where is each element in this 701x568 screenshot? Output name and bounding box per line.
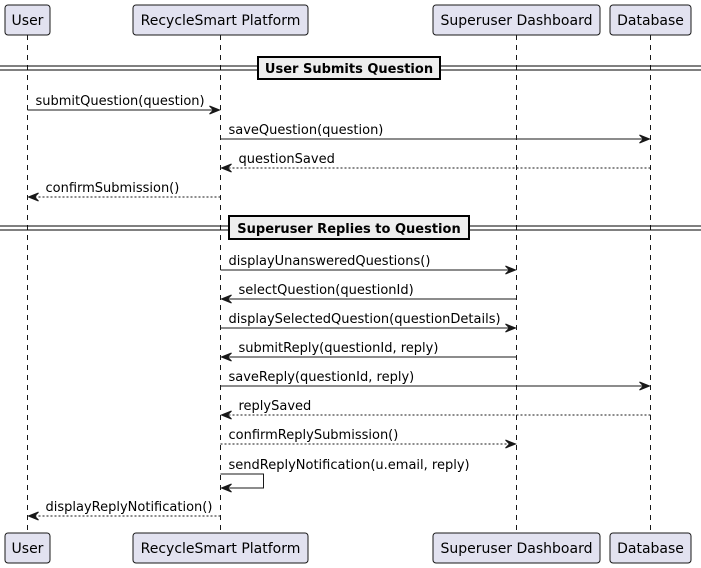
message-label: submitReply(questionId, reply) (239, 341, 439, 356)
arrow-head (639, 381, 651, 391)
messages: submitQuestion(question) saveQuestion(que… (27, 94, 651, 521)
participant-label: Database (617, 13, 684, 29)
arrow-head (220, 163, 232, 173)
arrow-head (505, 265, 517, 275)
participant-label: Database (617, 541, 684, 557)
divider-user-submits: User Submits Question (0, 56, 701, 80)
message-label: saveReply(questionId, reply) (229, 370, 415, 385)
divider-label: Superuser Replies to Question (237, 222, 460, 237)
message: confirmSubmission() (27, 181, 221, 202)
message-label: confirmSubmission() (46, 181, 180, 196)
message-label: confirmReplySubmission() (229, 428, 399, 443)
participant-platform-bottom: RecycleSmart Platform (132, 532, 309, 564)
participant-label: RecycleSmart Platform (141, 541, 301, 557)
lifelines (27, 35, 651, 533)
participant-label: User (12, 541, 44, 557)
message: saveQuestion(question) (220, 123, 651, 144)
arrow-head (505, 439, 517, 449)
message-label: questionSaved (239, 152, 335, 167)
arrow-head (639, 134, 651, 144)
message: replySaved (220, 399, 651, 420)
participant-user-top: User (4, 4, 51, 36)
arrow-head (27, 511, 39, 521)
participant-database-bottom: Database (609, 532, 692, 564)
message: displaySelectedQuestion(questionDetails) (220, 312, 517, 333)
message: displayReplyNotification() (27, 500, 221, 521)
arrow-head (209, 105, 221, 115)
message-label: sendReplyNotification(u.email, reply) (229, 458, 470, 473)
message-label: saveQuestion(question) (229, 123, 384, 138)
message-label: submitQuestion(question) (36, 94, 205, 109)
participant-label: User (12, 13, 44, 29)
message-label: displaySelectedQuestion(questionDetails) (229, 312, 501, 327)
participant-label: Superuser Dashboard (441, 13, 593, 29)
arrow-head (505, 323, 517, 333)
message-label: displayUnansweredQuestions() (229, 254, 431, 269)
participant-database-top: Database (609, 4, 692, 36)
message: saveReply(questionId, reply) (220, 370, 651, 391)
message: confirmReplySubmission() (220, 428, 517, 449)
message: questionSaved (220, 152, 651, 173)
participant-user-bottom: User (4, 532, 51, 564)
divider-superuser-replies: Superuser Replies to Question (0, 215, 701, 240)
arrow-head (220, 483, 232, 493)
arrow-head (220, 294, 232, 304)
arrow-head (220, 410, 232, 420)
participant-platform-top: RecycleSmart Platform (132, 4, 309, 36)
arrow-head (27, 192, 39, 202)
divider-label: User Submits Question (265, 62, 433, 77)
message-label: displayReplyNotification() (46, 500, 213, 515)
message: submitReply(questionId, reply) (220, 341, 517, 362)
arrow-head (220, 352, 232, 362)
participant-label: RecycleSmart Platform (141, 13, 301, 29)
message-label: selectQuestion(questionId) (239, 283, 414, 298)
message: selectQuestion(questionId) (220, 283, 517, 304)
message: displayUnansweredQuestions() (220, 254, 517, 275)
participant-dashboard-bottom: Superuser Dashboard (432, 532, 601, 564)
participant-dashboard-top: Superuser Dashboard (432, 4, 601, 36)
message: submitQuestion(question) (27, 94, 221, 115)
message-label: replySaved (239, 399, 312, 414)
message: sendReplyNotification(u.email, reply) (220, 458, 470, 493)
message-line (220, 473, 264, 489)
participant-label: Superuser Dashboard (441, 541, 593, 557)
